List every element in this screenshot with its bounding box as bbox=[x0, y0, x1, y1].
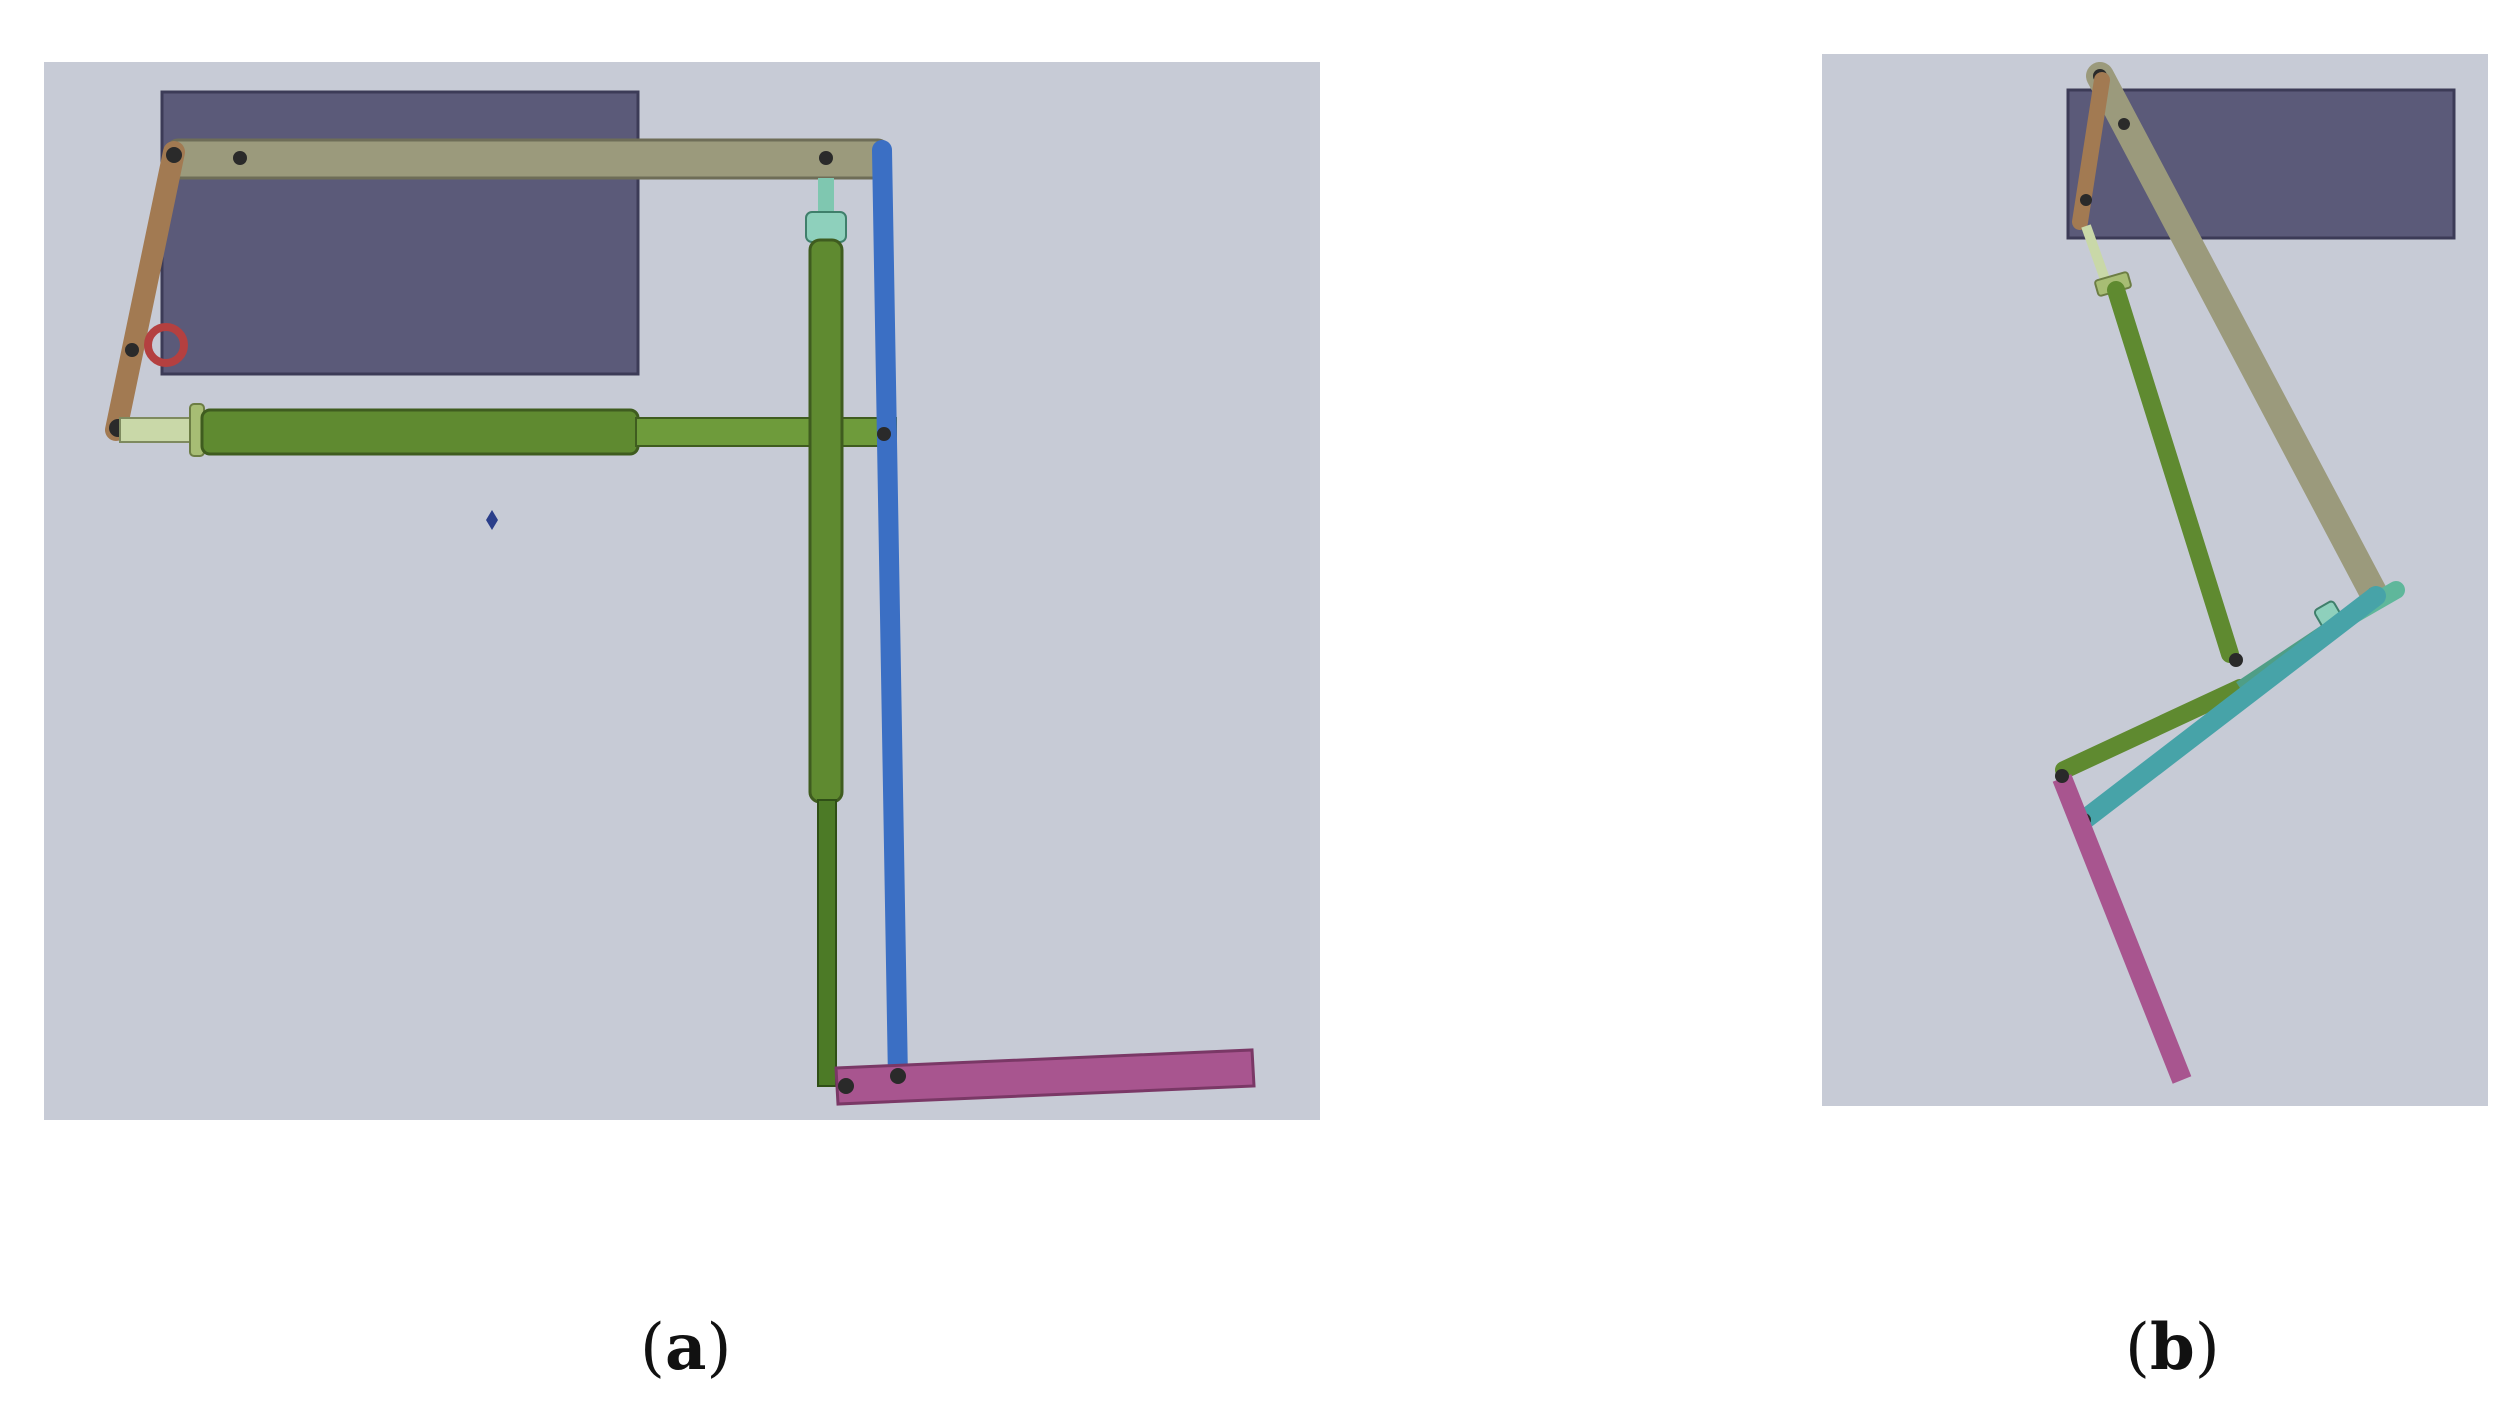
diagram-panel-b bbox=[1822, 54, 2488, 1106]
foot-link bbox=[2052, 774, 2192, 1084]
piston-rod-top bbox=[818, 178, 834, 214]
diagonal-actuator-rod bbox=[2081, 224, 2111, 284]
diagram-panel-a bbox=[44, 62, 1320, 1120]
piston-lower-rod bbox=[817, 799, 837, 1087]
joint-pin bbox=[2118, 118, 2130, 130]
joint-pin bbox=[2229, 653, 2243, 667]
panel-b-caption: (b) bbox=[2125, 1310, 2220, 1385]
teal-link bbox=[2074, 586, 2386, 830]
panel-a-caption: (a) bbox=[640, 1310, 732, 1385]
gripper-ring bbox=[144, 323, 188, 367]
short-link bbox=[105, 141, 185, 441]
lower-actuator-body bbox=[2055, 679, 2249, 779]
foot-link bbox=[834, 1048, 1256, 1106]
joint-pin bbox=[890, 1068, 906, 1084]
horizontal-actuator-body bbox=[200, 408, 640, 456]
joint-pin bbox=[877, 427, 891, 441]
piston-body bbox=[808, 238, 844, 804]
joint-pin bbox=[2055, 769, 2069, 783]
blue-link bbox=[872, 140, 908, 1090]
piston-cap bbox=[805, 211, 847, 243]
joint-pin bbox=[166, 147, 182, 163]
upper-link bbox=[2086, 62, 2388, 608]
joint-pin bbox=[819, 151, 833, 165]
base-block bbox=[160, 90, 640, 376]
upper-link bbox=[166, 138, 890, 180]
horizontal-actuator-rod bbox=[119, 417, 201, 443]
joint-pin bbox=[838, 1078, 854, 1094]
joint-pin bbox=[2080, 194, 2092, 206]
joint-pin bbox=[233, 151, 247, 165]
marker bbox=[486, 510, 498, 530]
diagonal-actuator-body bbox=[2107, 281, 2239, 663]
joint-pin bbox=[125, 343, 139, 357]
horizontal-actuator-extension bbox=[635, 417, 897, 447]
